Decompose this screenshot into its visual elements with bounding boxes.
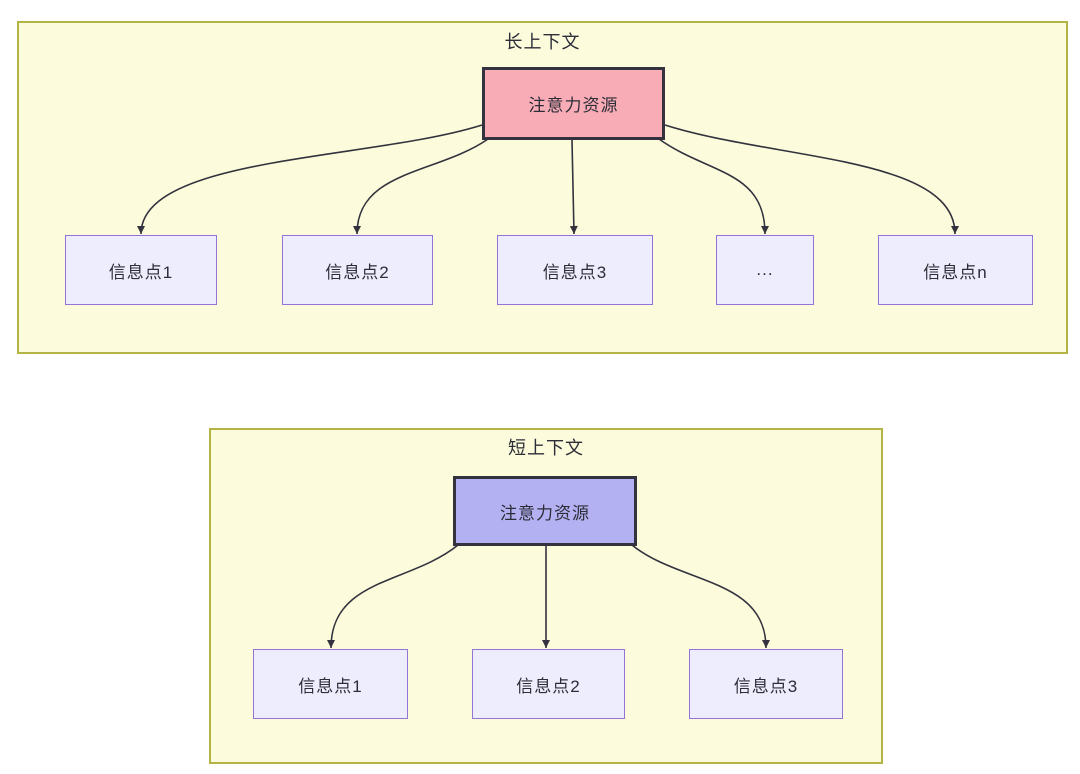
info-node-short-3: 信息点3 bbox=[689, 649, 843, 719]
info-node-long-2: 信息点2 bbox=[282, 235, 433, 305]
attention-box-short: 注意力资源 bbox=[453, 476, 637, 546]
info-node-long-ellipsis: ... bbox=[716, 235, 814, 305]
info-node-long-1: 信息点1 bbox=[65, 235, 217, 305]
info-node-long-3: 信息点3 bbox=[497, 235, 653, 305]
info-node-short-2: 信息点2 bbox=[472, 649, 625, 719]
info-node-long-n: 信息点n bbox=[878, 235, 1033, 305]
short-context-title: 短上下文 bbox=[508, 438, 584, 458]
long-context-title: 长上下文 bbox=[504, 32, 581, 52]
attention-box-long: 注意力资源 bbox=[482, 67, 665, 140]
info-node-short-1: 信息点1 bbox=[253, 649, 408, 719]
